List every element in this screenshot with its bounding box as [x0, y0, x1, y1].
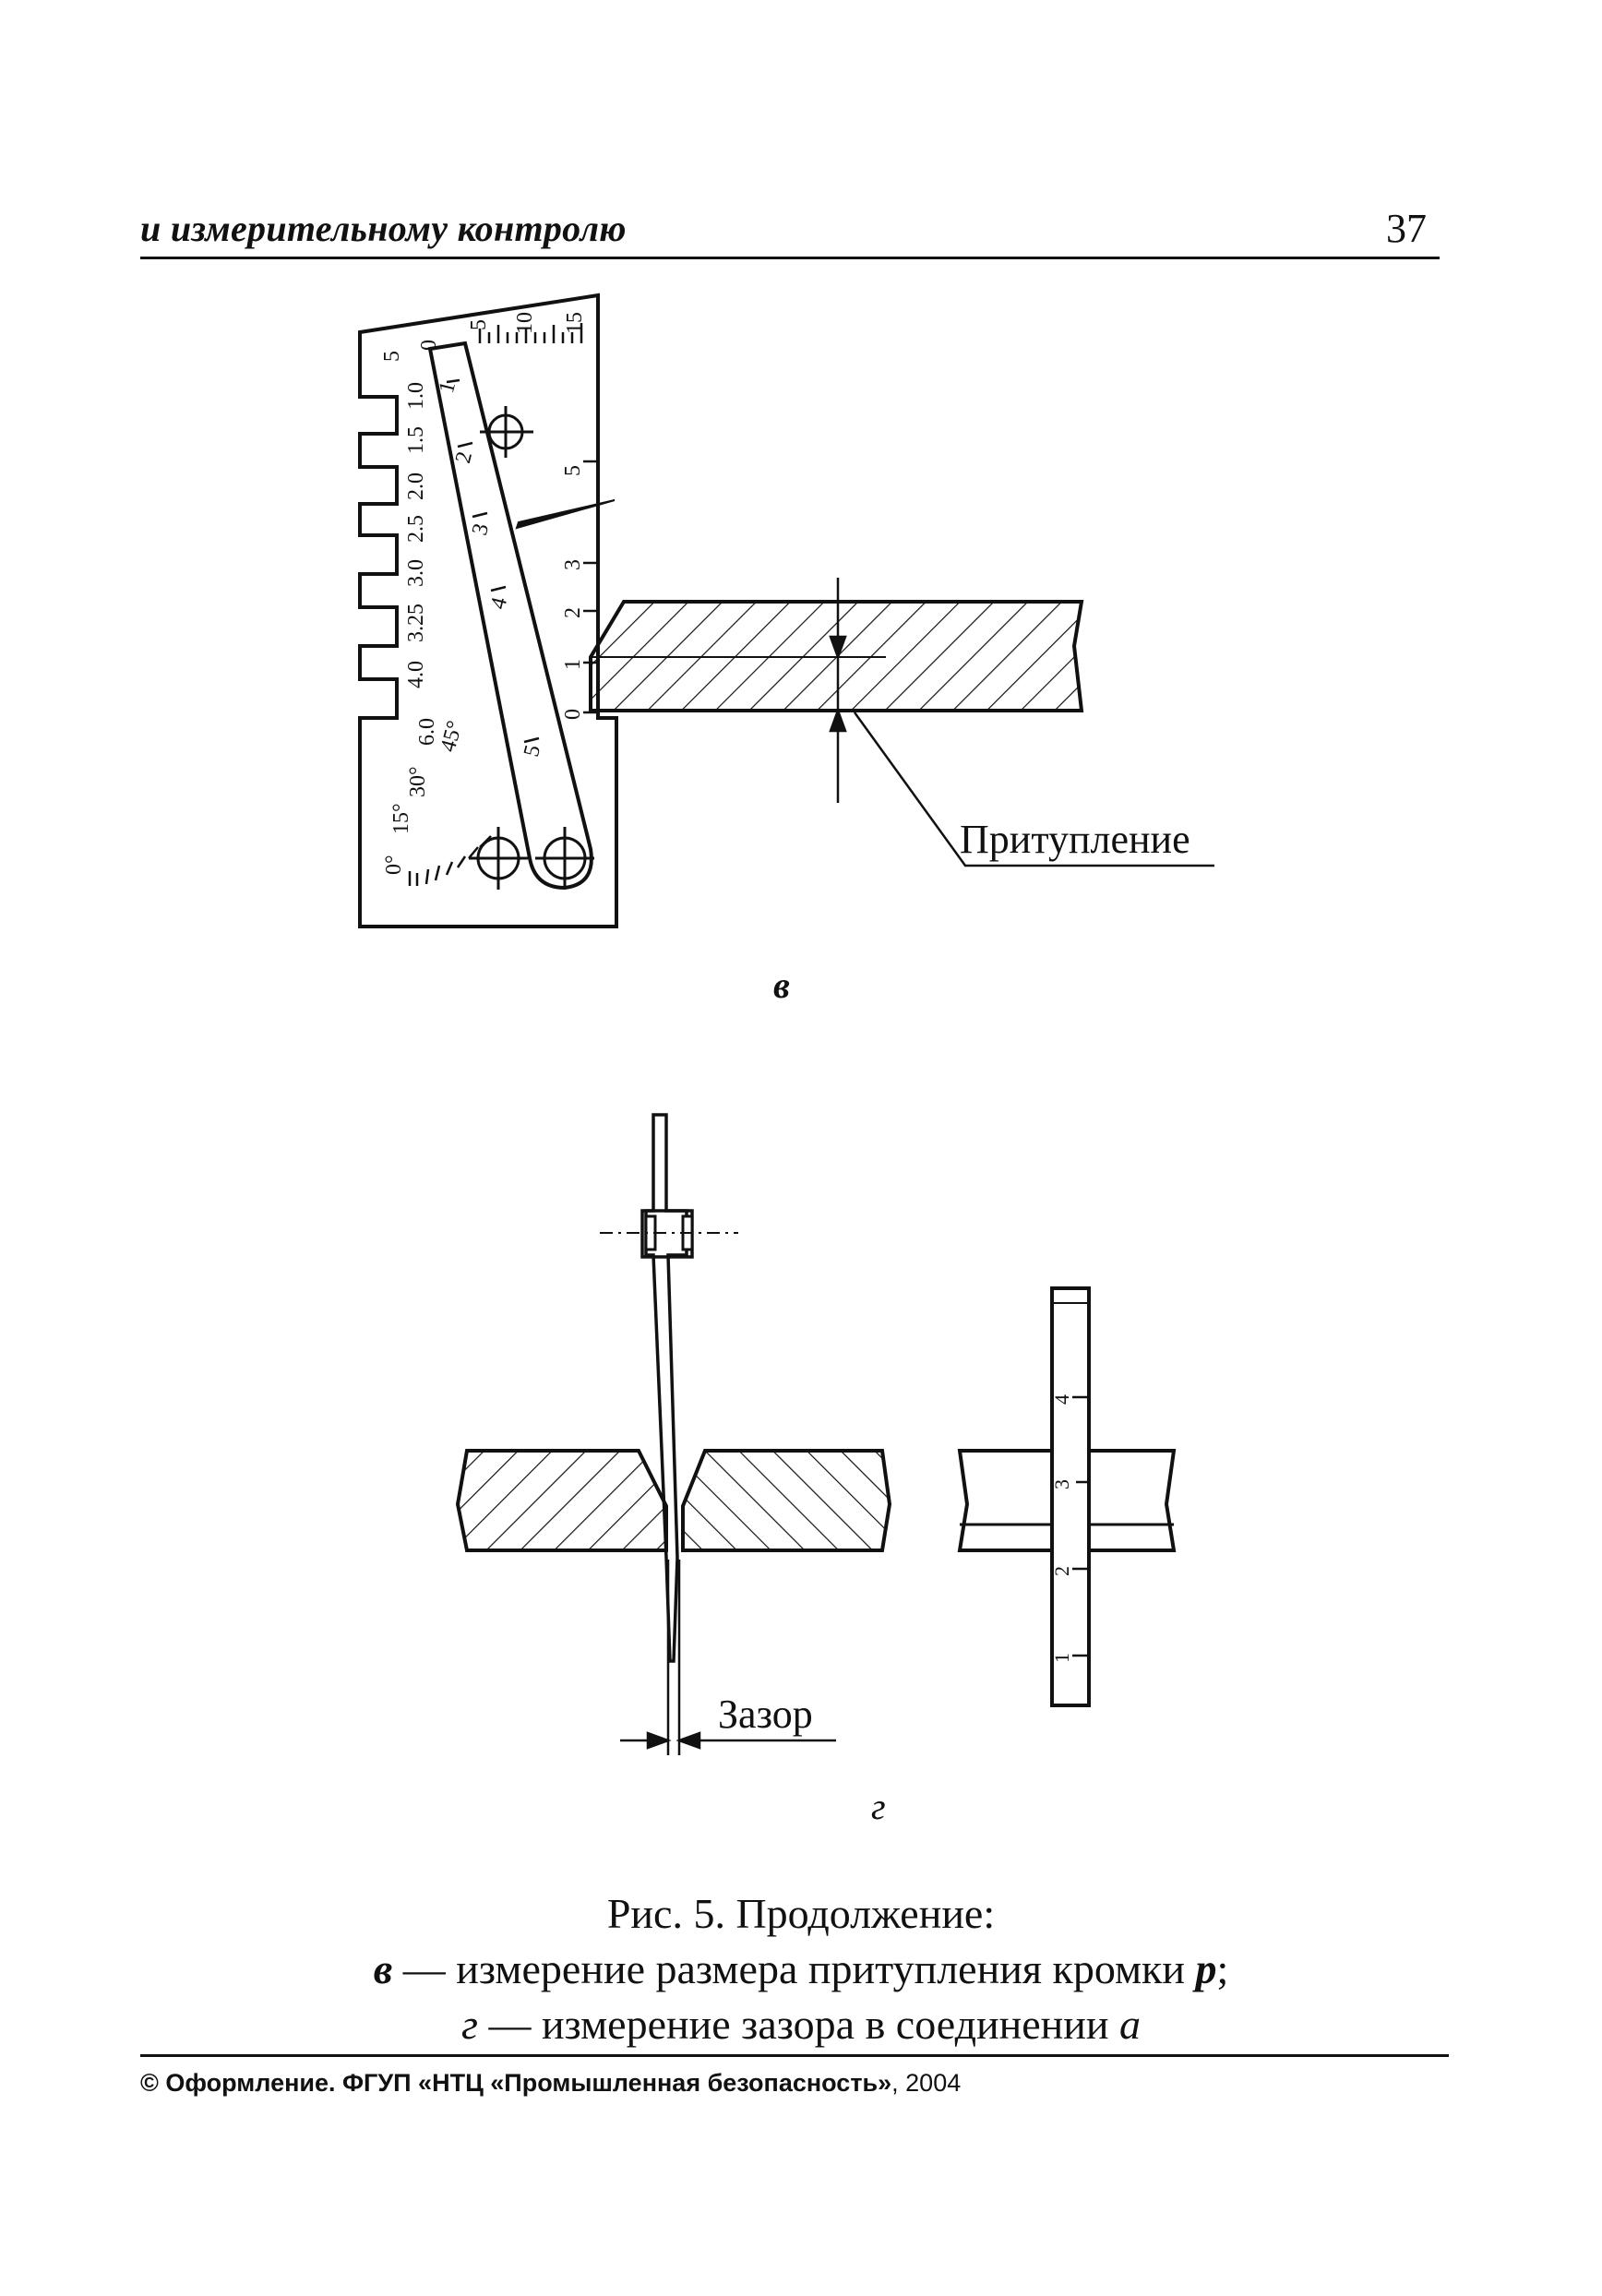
figure-caption-line-3: г — измерение зазора в соединении a — [0, 1997, 1602, 2052]
caption-v-marker: в — [373, 1945, 393, 1992]
feeler-blade — [644, 1113, 688, 1663]
gauge-angle-45: 45° — [436, 718, 468, 754]
gauge-top-number-5a: 5 — [380, 351, 404, 362]
gauge-angle-15: 15° — [389, 803, 413, 834]
gauge-angle-30: 30° — [406, 766, 430, 797]
caption-p-variable: p — [1195, 1945, 1217, 1992]
footer-year: , 2004 — [891, 2069, 962, 2097]
figure-v-sublabel: в — [773, 964, 790, 1006]
ruler-ticks — [1072, 1395, 1089, 1657]
figure-caption-line-1: Рис. 5. Продолжение: — [606, 1890, 996, 1937]
gap-callout-label: Зазор — [718, 1692, 813, 1737]
gauge-left-number-7: 4.0 — [404, 661, 428, 688]
gauge-top-ticks — [478, 323, 583, 343]
caption-v-text: — измерение размера притупления кромки — [392, 1945, 1196, 1992]
weld-gauge-figure: 5 0 5 10 15 1.0 1.5 2.0 2.5 3.0 3.25 4.0… — [358, 293, 1214, 928]
side-view-plate — [957, 1449, 1177, 1552]
gauge-right-number-2: 2 — [561, 607, 585, 618]
header-rule — [140, 257, 1440, 259]
gauge-right-number-0: 0 — [561, 709, 585, 720]
page-number: 37 — [1386, 206, 1427, 251]
gauge-top-number-5b: 5 — [467, 319, 491, 330]
ruler-mark-2: 2 — [1050, 1566, 1073, 1576]
gauge-pointer — [515, 499, 616, 530]
gauge-left-number-4: 2.5 — [404, 515, 428, 543]
gauge-left-number-3: 2.0 — [404, 472, 428, 500]
gauge-left-number-8: 6.0 — [415, 718, 439, 746]
gauge-body — [358, 293, 618, 928]
right-bevel-plate — [681, 1449, 892, 1552]
gauge-holes — [469, 406, 594, 890]
ruler-mark-4: 4 — [1050, 1394, 1073, 1405]
figure-g-sublabel: г — [871, 1786, 886, 1827]
ruler-mark-1: 1 — [1050, 1653, 1073, 1663]
gauge-top-number-15: 15 — [563, 312, 587, 334]
caption-g-marker: г — [460, 2001, 478, 2048]
gauge-left-number-2: 1.5 — [404, 426, 428, 454]
bluntness-callout-label: Притупление — [960, 817, 1190, 862]
figure-caption-line-2: в — измерение размера притупления кромки… — [0, 1942, 1602, 1997]
gauge-angle-0: 0° — [382, 855, 406, 875]
running-header-title: и измерительному контролю — [140, 208, 627, 249]
gauge-left-number-1: 1.0 — [404, 382, 428, 410]
slider-arm-ticks — [446, 378, 540, 744]
gauge-right-number-1: 1 — [561, 659, 585, 670]
bluntness-dimension — [829, 578, 847, 803]
footer-copyright-text: © Оформление. ФГУП «НТЦ «Промышленная бе… — [140, 2069, 892, 2097]
bluntness-callout-leader — [853, 712, 1214, 867]
gauge-left-number-5: 3.0 — [404, 559, 428, 587]
ruler-mark-3: 3 — [1050, 1479, 1073, 1489]
gauge-right-number-3: 3 — [561, 559, 585, 570]
gauge-right-number-5: 5 — [561, 465, 585, 476]
caption-g-text: — измерение зазора в соединении — [477, 2001, 1119, 2048]
left-bevel-plate — [455, 1449, 668, 1552]
gauge-left-number-6: 3.25 — [404, 604, 428, 642]
gap-dimension — [620, 1560, 836, 1755]
footer-rule — [140, 2054, 1449, 2057]
caption-a-variable: a — [1119, 2001, 1141, 2048]
footer-copyright: © Оформление. ФГУП «НТЦ «Промышленная бе… — [140, 2069, 961, 2098]
gap-gauge-figure: Зазор 4 3 2 1 — [455, 1113, 1177, 1755]
side-view-ruler — [1050, 1286, 1091, 1707]
gauge-top-number-10: 10 — [513, 312, 537, 334]
caption-v-suffix: ; — [1216, 1945, 1229, 1992]
